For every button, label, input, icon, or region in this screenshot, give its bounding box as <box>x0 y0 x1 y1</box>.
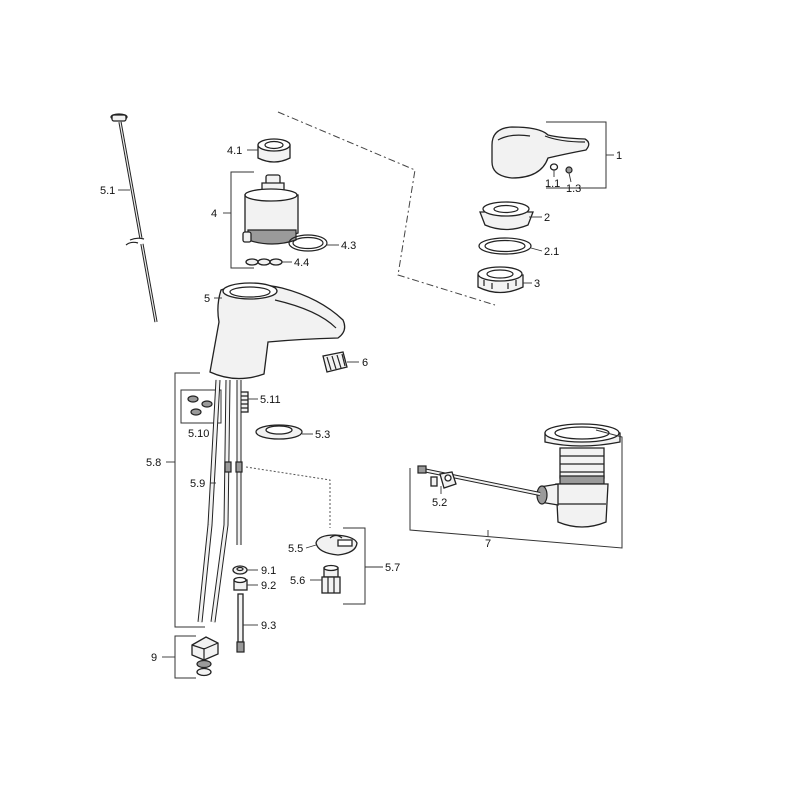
label-5-11: 5.11 <box>260 394 281 406</box>
part-2-cover <box>479 201 534 231</box>
label-7: 7 <box>485 538 491 550</box>
label-5-6: 5.6 <box>290 575 305 587</box>
label-4-4: 4.4 <box>294 257 309 269</box>
label-5-5: 5.5 <box>288 543 303 555</box>
part-9-3-stud <box>236 593 245 653</box>
part-5-10-seals <box>180 389 222 424</box>
label-9: 9 <box>151 652 157 664</box>
part-9-1-washer <box>232 565 248 575</box>
assembly-guide-lines <box>245 111 496 528</box>
part-5-5-clamp-plate <box>315 534 358 556</box>
label-1-3: 1.3 <box>566 183 581 195</box>
label-6: 6 <box>362 357 368 369</box>
label-1: 1 <box>616 150 622 162</box>
part-9-valve-set <box>191 636 219 677</box>
label-9-3: 9.3 <box>261 620 276 632</box>
part-labels: 1 1.1 1.3 2 2.1 3 4 4.1 4.3 4.4 5 5.1 5.… <box>100 145 622 664</box>
label-3: 3 <box>534 278 540 290</box>
label-4: 4 <box>211 208 217 220</box>
part-6-aerator <box>322 351 348 373</box>
label-9-1: 9.1 <box>261 565 276 577</box>
part-4-1-cap-nut <box>257 138 291 163</box>
label-5-3: 5.3 <box>315 429 330 441</box>
label-5-10: 5.10 <box>188 428 209 440</box>
part-5-faucet-body <box>209 282 346 380</box>
part-3-base-nut <box>477 266 524 294</box>
brackets-and-leaders <box>118 121 623 679</box>
label-5-1: 5.1 <box>100 185 115 197</box>
label-5-2: 5.2 <box>432 497 447 509</box>
label-4-1: 4.1 <box>227 145 242 157</box>
part-5-1-popup-rod <box>110 113 158 323</box>
part-9-2-nut <box>233 576 248 591</box>
part-5-3-base-gasket <box>255 424 303 440</box>
part-1-1-screw <box>549 163 559 171</box>
label-2: 2 <box>544 212 550 224</box>
label-4-3: 4.3 <box>341 240 356 252</box>
label-5: 5 <box>204 293 210 305</box>
part-4-3-o-ring <box>288 234 328 252</box>
label-5-7: 5.7 <box>385 562 400 574</box>
part-2-1-ring <box>478 237 532 255</box>
label-2-1: 2.1 <box>544 246 559 258</box>
part-5-6-nut <box>321 564 341 594</box>
label-9-2: 9.2 <box>261 580 276 592</box>
part-5-2-pivot-rod <box>417 465 541 496</box>
part-1-3-plug <box>565 166 573 174</box>
label-1-1: 1.1 <box>545 178 560 190</box>
part-5-9-hoses <box>197 379 243 623</box>
label-5-8: 5.8 <box>146 457 161 469</box>
part-4-cartridge <box>242 174 299 245</box>
part-7-popup-waste <box>536 423 621 528</box>
part-4-4-seals <box>245 258 283 266</box>
label-5-9: 5.9 <box>190 478 205 490</box>
part-1-lever-handle <box>491 126 590 179</box>
